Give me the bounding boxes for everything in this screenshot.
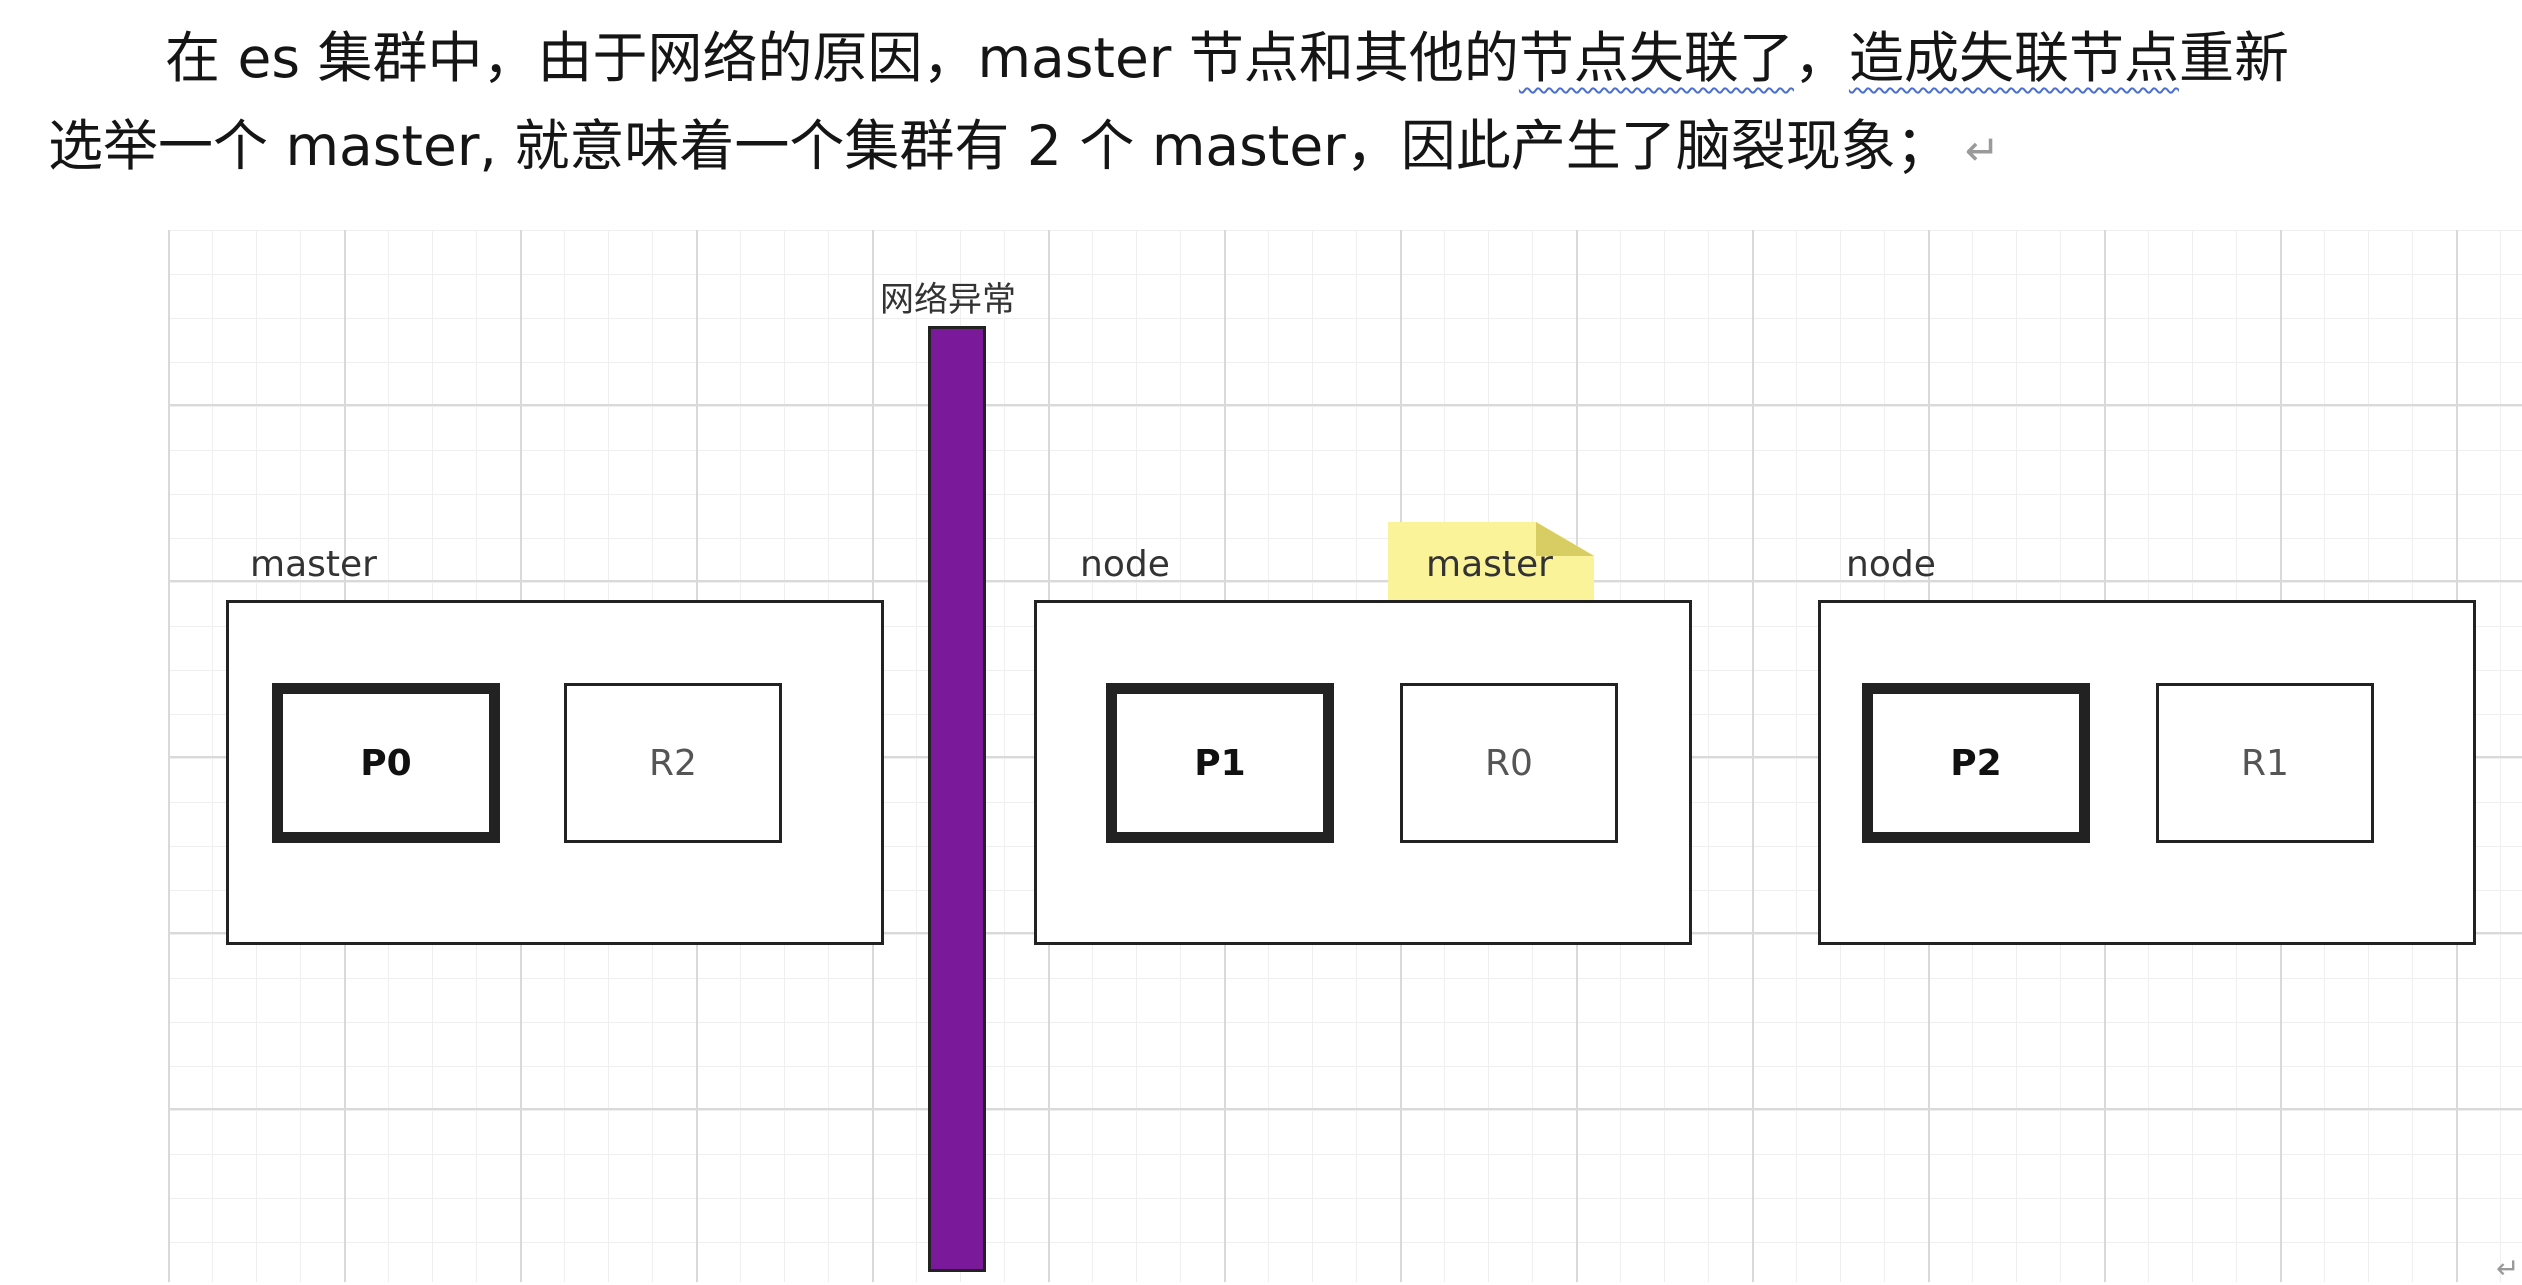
node-label-node-1: node [1080,544,1170,585]
network-partition-bar[interactable] [928,326,986,1272]
shard-label: R1 [2241,742,2289,784]
corner-return-icon: ↵ [2496,1252,2520,1285]
replica-shard-r2[interactable]: R2 [564,683,782,843]
node-label-node-2: node [1846,544,1936,585]
network-error-label: 网络异常 [880,280,1016,320]
new-master-sticky-label: master [1426,544,1553,585]
shard-label: R2 [649,742,697,784]
shard-label: R0 [1485,742,1533,784]
primary-shard-p2[interactable]: P2 [1862,683,2090,843]
node-label-master: master [250,544,377,585]
spellcheck-underlined-text: 节点失联了 [1518,26,1794,90]
replica-shard-r1[interactable]: R1 [2156,683,2374,843]
shard-label: P0 [360,742,412,784]
shard-label: P2 [1950,742,2002,784]
text-segment: 在 es 集群中，由于网络的原因，master 节点和其他的 [165,26,1519,90]
text-segment: 选举一个 master, 就意味着一个集群有 2 个 master，因此产生了脑… [48,114,1951,178]
spellcheck-underlined-text: 造成失联节点 [1848,26,2179,90]
text-segment: ， [1793,26,1849,90]
text-segment: 重新 [2178,26,2289,90]
primary-shard-p1[interactable]: P1 [1106,683,1334,843]
paragraph-return-icon: ↵ [1964,126,2000,175]
primary-shard-p0[interactable]: P0 [272,683,500,843]
paragraph-line-2: 选举一个 master, 就意味着一个集群有 2 个 master，因此产生了脑… [48,102,2000,195]
paragraph-line-1: 在 es 集群中，由于网络的原因，master 节点和其他的节点失联了，造成失联… [165,14,2289,102]
shard-label: P1 [1194,742,1246,784]
replica-shard-r0[interactable]: R0 [1400,683,1618,843]
